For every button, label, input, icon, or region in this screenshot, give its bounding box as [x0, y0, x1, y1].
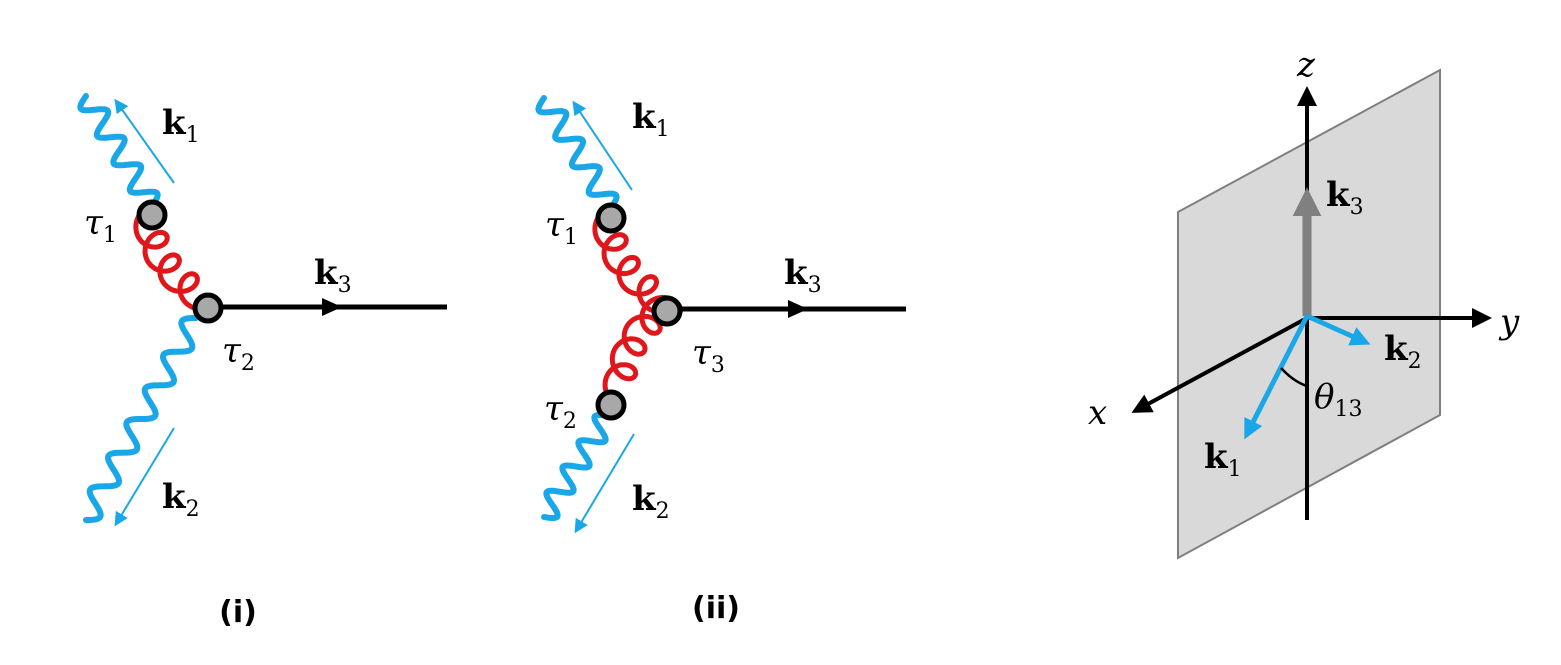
k2-momentum-arrow	[574, 433, 635, 534]
caption-i: (i)	[219, 595, 257, 630]
theta13-angle-arc	[1280, 367, 1308, 388]
gluon-propagator	[133, 204, 211, 312]
photon-line-k1	[77, 93, 161, 209]
label-k3: k3	[784, 253, 822, 298]
axes-3d-diagram: z y x k3 k2 k1 θ13	[1088, 45, 1520, 560]
label-k3: k3	[314, 253, 352, 298]
label-k2: k2	[632, 479, 670, 524]
k2-vector	[1305, 313, 1371, 346]
k1-momentum-arrow	[114, 98, 175, 184]
diagram-ii: k1 k2 k3 τ1 τ3 τ2 (ii)	[535, 95, 906, 626]
label-k1: k1	[632, 97, 670, 142]
label-theta13: θ13	[1314, 377, 1362, 422]
vertex-tau1	[595, 202, 627, 234]
photon-line-k2	[83, 315, 199, 523]
label-tau3: τ3	[692, 333, 725, 378]
k1-vector	[1244, 314, 1310, 440]
vertex-tau2	[595, 389, 627, 421]
caption-ii: (ii)	[692, 591, 740, 626]
x-axis	[1131, 316, 1308, 413]
vertex-tau1	[136, 199, 168, 231]
diagram-i: k1 k2 k3 τ1 τ2 (i)	[77, 93, 447, 630]
label-k1: k1	[1204, 437, 1242, 482]
label-k2: k2	[1384, 329, 1422, 374]
label-tau1: τ1	[545, 205, 578, 250]
photon-line-k2	[541, 412, 611, 521]
label-tau2: τ2	[544, 389, 577, 434]
label-z-axis: z	[1296, 45, 1316, 85]
label-tau1: τ1	[84, 203, 117, 248]
k3-direction-arrow-head	[788, 300, 808, 318]
label-y-axis: y	[1498, 302, 1520, 342]
gluon-propagator-upper	[592, 206, 670, 315]
k2-momentum-arrow	[114, 427, 175, 527]
label-k3: k3	[1326, 175, 1364, 220]
label-k2: k2	[162, 477, 200, 522]
photon-line-k1	[535, 95, 620, 211]
label-k1: k1	[162, 103, 200, 148]
vertex-tau2	[192, 292, 224, 324]
vertex-tau3	[651, 295, 683, 327]
label-x-axis: x	[1088, 393, 1107, 433]
gluon-propagator-lower	[602, 294, 683, 403]
label-tau2: τ2	[222, 331, 255, 376]
k3-direction-arrow-head	[322, 298, 342, 316]
k1-momentum-arrow	[572, 100, 633, 191]
